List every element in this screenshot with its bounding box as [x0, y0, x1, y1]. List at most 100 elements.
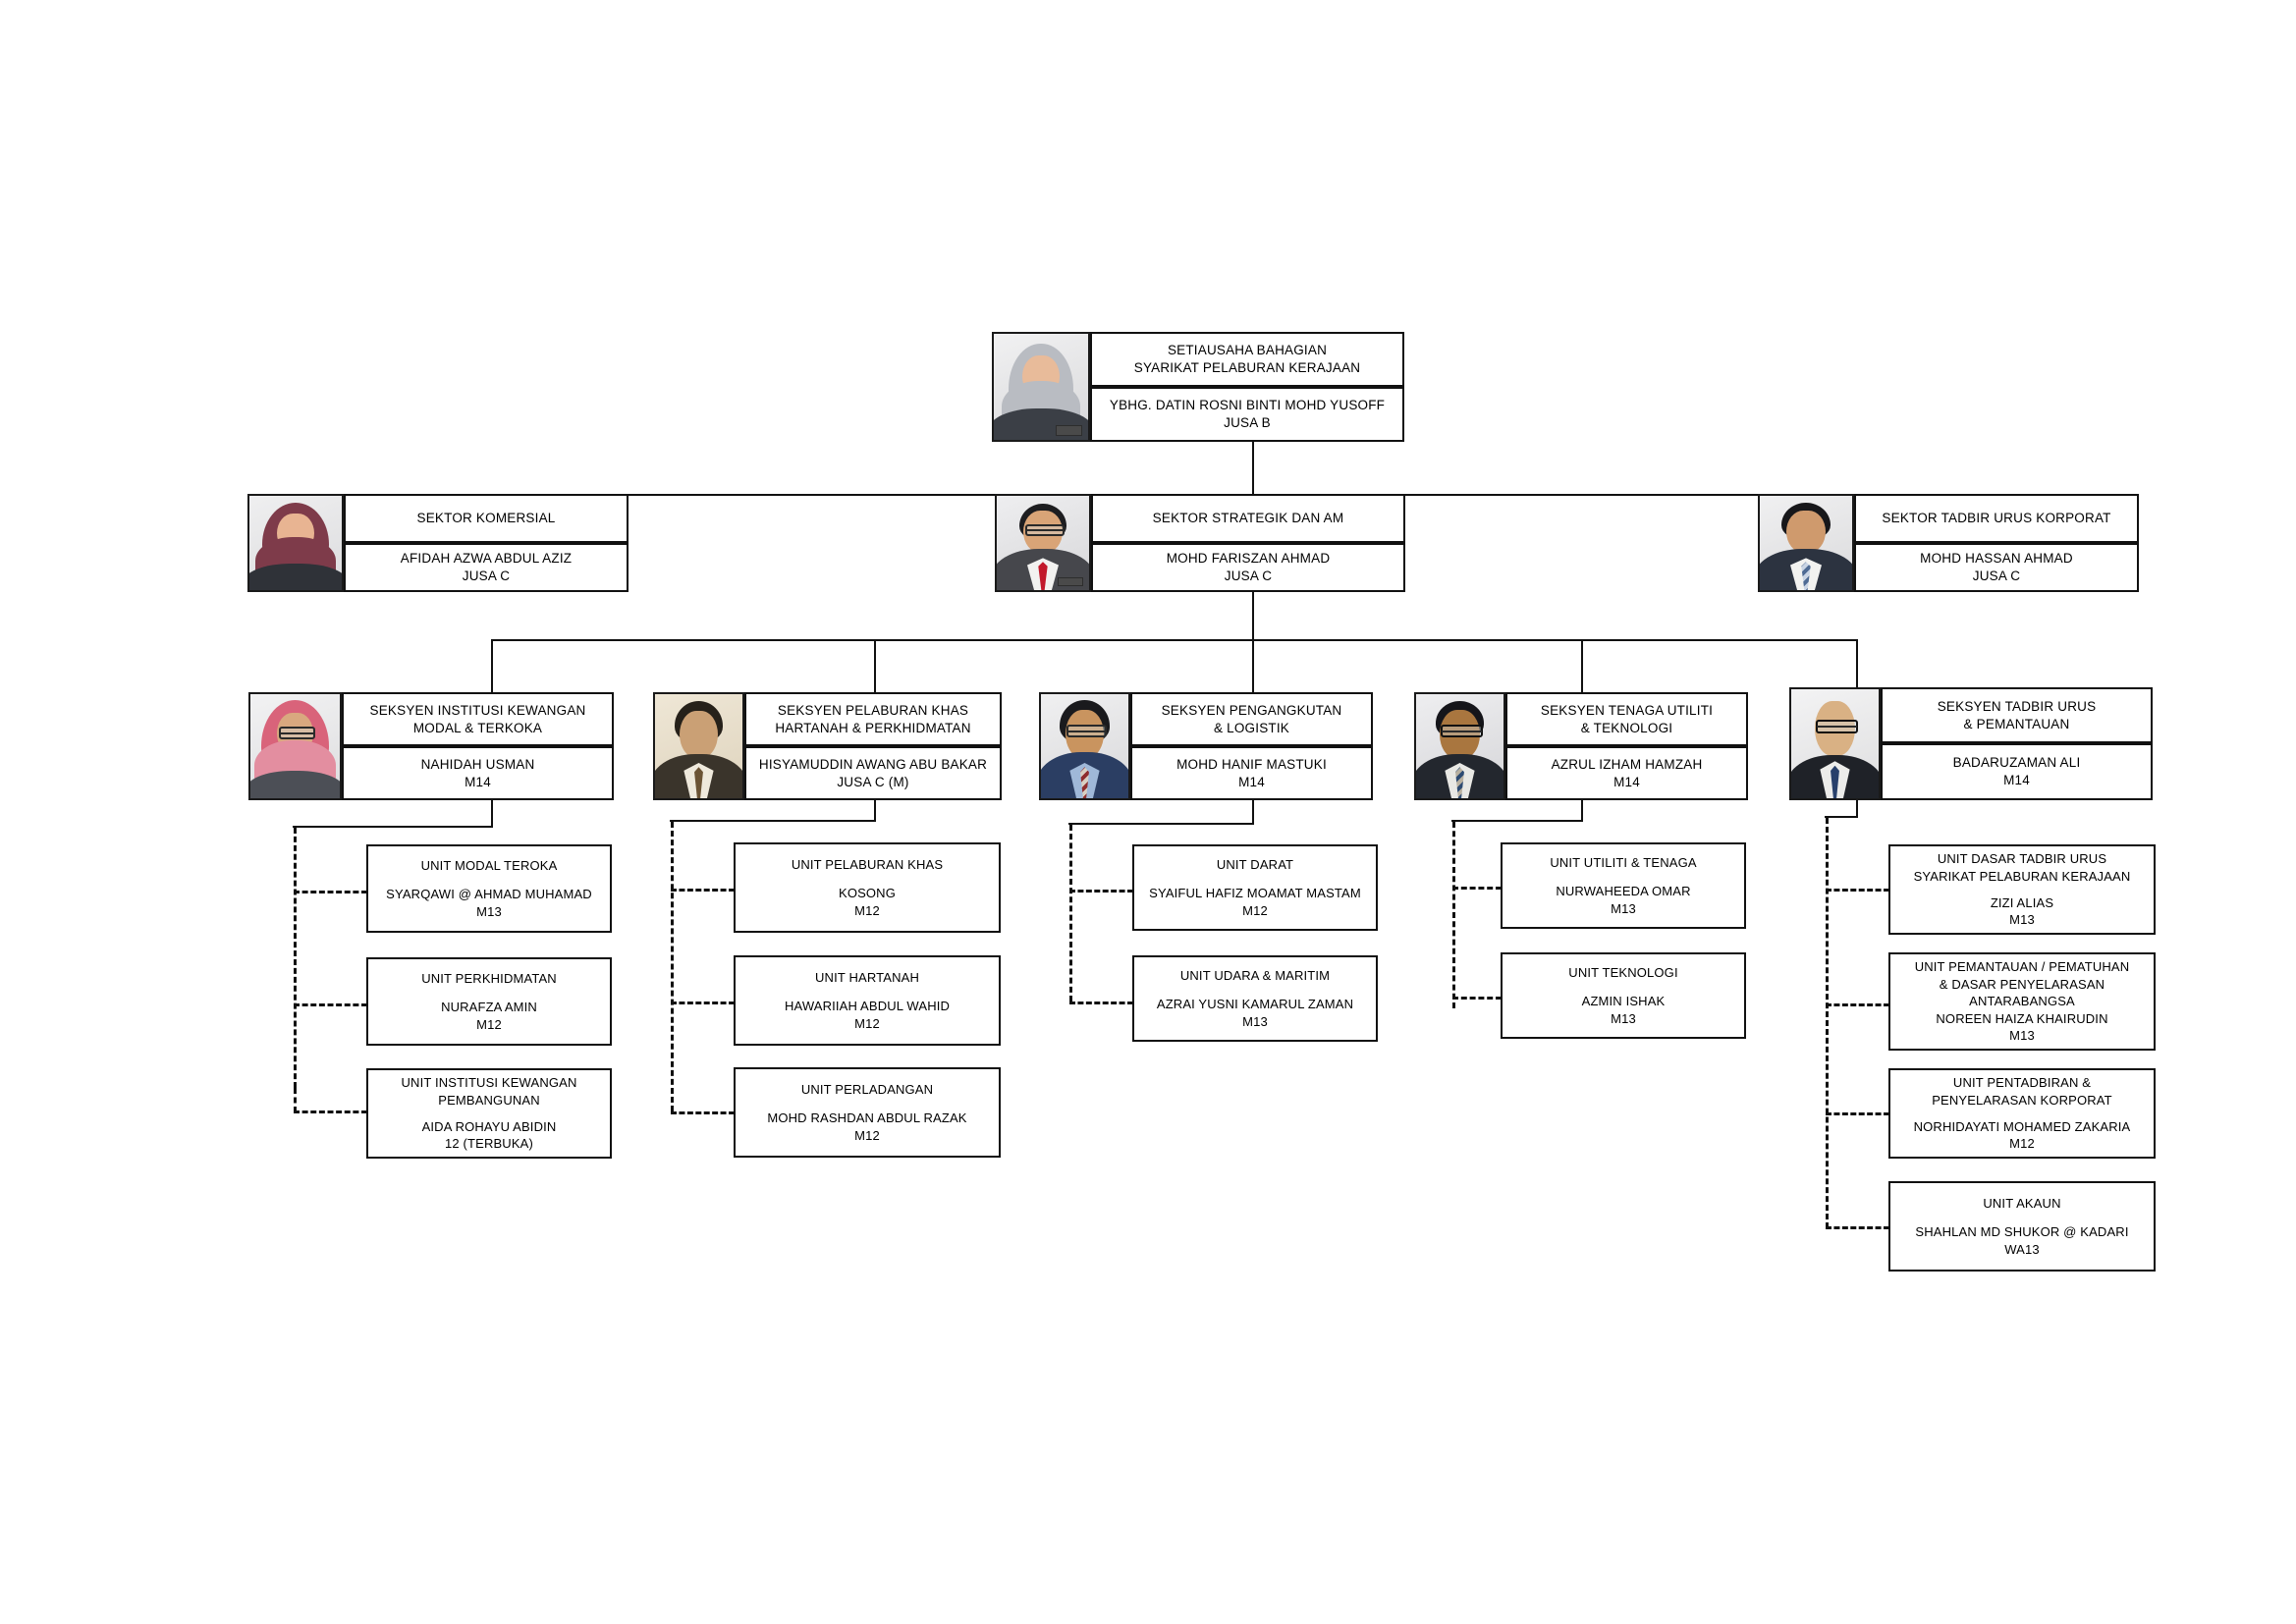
unit-person-grade: M12 [854, 1127, 880, 1143]
unit-person-name: MOHD RASHDAN ABDUL RAZAK [767, 1110, 967, 1126]
unit-title-line-1: UNIT HARTANAH [815, 969, 919, 985]
unit-darat[interactable]: UNIT DARAT SYAIFUL HAFIZ MOAMAT MASTAM M… [1132, 844, 1378, 931]
portrait-female-hijab-grey [994, 334, 1088, 440]
unit-title-line-1: UNIT DASAR TADBIR URUS [1937, 851, 2107, 866]
node-title-line-1: SEKSYEN TENAGA UTILITI [1540, 702, 1714, 718]
node-person: YBHG. DATIN ROSNI BINTI MOHD YUSOFF JUSA… [1090, 387, 1404, 442]
unit-pentadbiran-penyelarasan-korporat[interactable]: UNIT PENTADBIRAN & PENYELARASAN KORPORAT… [1888, 1068, 2156, 1159]
node-person: BADARUZAMAN ALI M14 [1881, 743, 2153, 800]
unit-modal-teroka[interactable]: UNIT MODAL TEROKA SYARQAWI @ AHMAD MUHAM… [366, 844, 612, 933]
avatar-seksyen-4 [1414, 692, 1505, 800]
node-person-name: AZRUL IZHAM HAMZAH [1551, 756, 1703, 772]
unit-akaun[interactable]: UNIT AKAUN SHAHLAN MD SHUKOR @ KADARI WA… [1888, 1181, 2156, 1272]
unit-title-line-2: & DASAR PENYELARASAN [1939, 976, 2105, 992]
unit-person-name: AZMIN ISHAK [1581, 994, 1666, 1009]
unit-title-line-1: UNIT MODAL TEROKA [420, 857, 558, 873]
connector-col1-branch-1 [294, 891, 367, 893]
unit-person-grade: M12 [854, 902, 880, 918]
connector-col4-stub [1581, 800, 1583, 822]
node-title-line-2: & PEMANTAUAN [1963, 716, 2070, 731]
connector-section-3-drop [1252, 639, 1254, 692]
connector-col5-branch-1 [1826, 889, 1889, 892]
node-title-line-2: & TEKNOLOGI [1580, 720, 1673, 735]
connector-col5-stub [1856, 800, 1858, 818]
unit-institusi-kewangan-pembangunan[interactable]: UNIT INSTITUSI KEWANGAN PEMBANGUNAN AIDA… [366, 1068, 612, 1159]
unit-title-line-2: PEMBANGUNAN [438, 1092, 540, 1108]
connector-section-bus [491, 639, 1856, 641]
connector-section-1-drop [491, 639, 493, 692]
node-seksyen-tenaga-utiliti-teknologi[interactable]: SEKSYEN TENAGA UTILITI & TEKNOLOGI AZRUL… [1414, 692, 1748, 800]
connector-col1-branch-3 [294, 1110, 367, 1113]
portrait-male-bald-glasses [1791, 689, 1879, 798]
unit-person-name: AZRAI YUSNI KAMARUL ZAMAN [1156, 997, 1354, 1012]
node-seksyen-tadbir-urus-pemantauan[interactable]: SEKSYEN TADBIR URUS & PEMANTAUAN BADARUZ… [1789, 687, 2153, 800]
glasses-icon [1025, 523, 1065, 537]
node-person-grade: JUSA C [1972, 568, 2021, 583]
unit-perladangan[interactable]: UNIT PERLADANGAN MOHD RASHDAN ABDUL RAZA… [734, 1067, 1001, 1158]
node-person-grade: M14 [1613, 774, 1640, 789]
connector-col3-elbow [1068, 823, 1254, 825]
node-sektor-komersial[interactable]: SEKTOR KOMERSIAL AFIDAH AZWA ABDUL AZIZ … [247, 494, 629, 592]
unit-person-name: ZIZI ALIAS [1990, 894, 2054, 910]
avatar-sektor-tadbir-urus-korporat [1758, 494, 1854, 592]
connector-col3-branch-2 [1069, 1001, 1133, 1004]
unit-person-grade: M13 [2009, 1028, 2035, 1044]
unit-udara-maritim[interactable]: UNIT UDARA & MARITIM AZRAI YUSNI KAMARUL… [1132, 955, 1378, 1042]
node-person-name: YBHG. DATIN ROSNI BINTI MOHD YUSOFF [1109, 398, 1386, 413]
node-title: SEKSYEN PELABURAN KHAS HARTANAH & PERKHI… [744, 692, 1002, 746]
node-title-line-1: SEKSYEN TADBIR URUS [1937, 698, 2097, 714]
unit-person-grade: M12 [854, 1015, 880, 1031]
node-seksyen-pengangkutan-logistik[interactable]: SEKSYEN PENGANGKUTAN & LOGISTIK MOHD HAN… [1039, 692, 1373, 800]
unit-person-name: SYARQAWI @ AHMAD MUHAMAD [386, 887, 592, 902]
node-person-name: NAHIDAH USMAN [420, 756, 535, 772]
node-title: SEKSYEN INSTITUSI KEWANGAN MODAL & TERKO… [342, 692, 614, 746]
unit-perkhidmatan[interactable]: UNIT PERKHIDMATAN NURAFZA AMIN M12 [366, 957, 612, 1046]
unit-person-grade: WA13 [2004, 1241, 2040, 1257]
unit-pelaburan-khas[interactable]: UNIT PELABURAN KHAS KOSONG M12 [734, 842, 1001, 933]
name-tag [1056, 425, 1083, 436]
unit-person-name: NOREEN HAIZA KHAIRUDIN [1936, 1010, 2108, 1026]
unit-person-name: NORHIDAYATI MOHAMED ZAKARIA [1913, 1118, 2131, 1134]
unit-person-name: NURWAHEEDA OMAR [1556, 884, 1691, 899]
unit-teknologi[interactable]: UNIT TEKNOLOGI AZMIN ISHAK M13 [1501, 952, 1746, 1039]
node-person: MOHD HASSAN AHMAD JUSA C [1854, 543, 2139, 592]
unit-title-line-1: UNIT UDARA & MARITIM [1179, 967, 1331, 983]
portrait-male-glasses-blue [1041, 694, 1128, 798]
connector-section-5-drop [1856, 639, 1858, 692]
avatar-seksyen-3 [1039, 692, 1130, 800]
node-person: MOHD FARISZAN AHMAD JUSA C [1091, 543, 1405, 592]
unit-dasar-tadbir-urus-syarikat-pelaburan-kerajaan[interactable]: UNIT DASAR TADBIR URUS SYARIKAT PELABURA… [1888, 844, 2156, 935]
connector-col5-elbow [1825, 816, 1858, 818]
node-title-line-2: & LOGISTIK [1213, 720, 1290, 735]
node-seksyen-pelaburan-khas-hartanah-perkhidmatan[interactable]: SEKSYEN PELABURAN KHAS HARTANAH & PERKHI… [653, 692, 1002, 800]
node-title-line-2: SYARIKAT PELABURAN KERAJAAN [1133, 360, 1361, 375]
glasses-icon [1440, 724, 1484, 738]
connector-col1-branch-2 [294, 1003, 367, 1006]
unit-hartanah[interactable]: UNIT HARTANAH HAWARIIAH ABDUL WAHID M12 [734, 955, 1001, 1046]
connector-col5-spine [1826, 818, 1829, 1228]
unit-person-name: AIDA ROHAYU ABIDIN [421, 1118, 557, 1134]
node-title: SEKSYEN TENAGA UTILITI & TEKNOLOGI [1505, 692, 1748, 746]
node-seksyen-institusi-kewangan-modal-terkoka[interactable]: SEKSYEN INSTITUSI KEWANGAN MODAL & TERKO… [248, 692, 614, 800]
node-title-line-1: SEKTOR STRATEGIK DAN AM [1152, 511, 1344, 526]
node-sektor-tadbir-urus-korporat[interactable]: SEKTOR TADBIR URUS KORPORAT MOHD HASSAN … [1758, 494, 2139, 592]
glasses-icon [279, 726, 315, 740]
unit-person-grade: 12 (TERBUKA) [445, 1136, 533, 1152]
connector-col1-elbow [293, 826, 493, 828]
unit-person-grade: M12 [2009, 1136, 2035, 1152]
unit-person-grade: M13 [2009, 912, 2035, 928]
unit-person-grade: M13 [1611, 1010, 1636, 1026]
unit-utiliti-tenaga[interactable]: UNIT UTILITI & TENAGA NURWAHEEDA OMAR M1… [1501, 842, 1746, 929]
node-title: SEKTOR STRATEGIK DAN AM [1091, 494, 1405, 543]
node-sektor-strategik-dan-am[interactable]: SEKTOR STRATEGIK DAN AM MOHD FARISZAN AH… [995, 494, 1405, 592]
unit-title-line-1: UNIT INSTITUSI KEWANGAN [401, 1075, 577, 1090]
node-person-grade: M14 [2003, 773, 2030, 787]
connector-col3-spine [1069, 825, 1072, 1001]
unit-person-name: HAWARIIAH ABDUL WAHID [784, 999, 951, 1014]
node-title-line-2: HARTANAH & PERKHIDMATAN [775, 720, 971, 735]
unit-title-line-2: SYARIKAT PELABURAN KERAJAAN [1913, 868, 2131, 884]
connector-col2-branch-1 [671, 889, 735, 892]
unit-pemantauan-pematuhan-dasar-penyelarasan-antarabangsa[interactable]: UNIT PEMANTAUAN / PEMATUHAN & DASAR PENY… [1888, 952, 2156, 1051]
node-title-line-1: SETIAUSAHA BAHAGIAN [1167, 343, 1328, 358]
node-setiausaha-bahagian[interactable]: SETIAUSAHA BAHAGIAN SYARIKAT PELABURAN K… [992, 332, 1404, 442]
